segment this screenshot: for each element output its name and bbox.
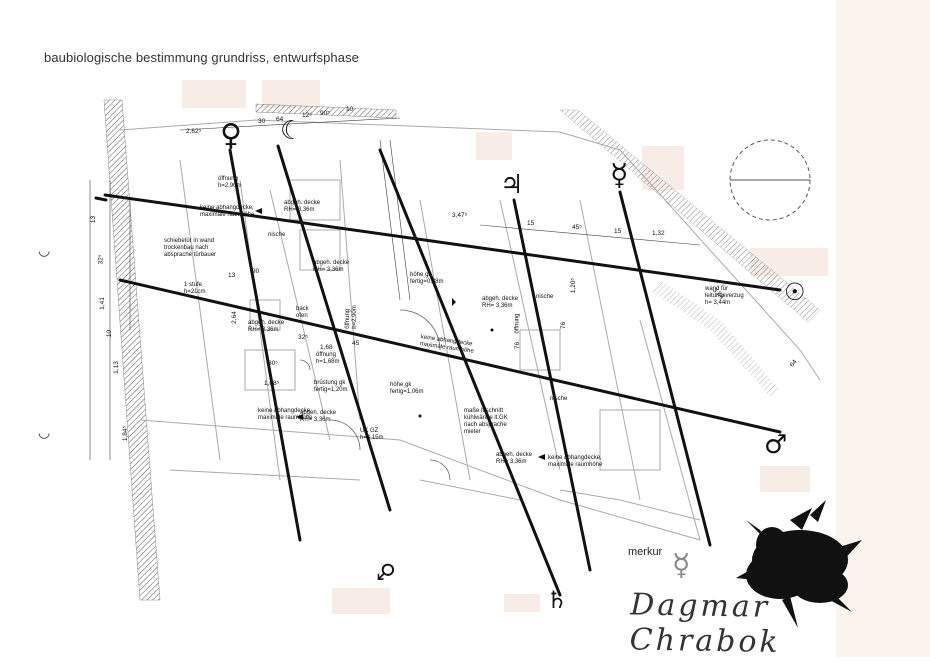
plan-annotation: abgeh. decke RH= 3,36m (313, 260, 350, 273)
plan-annotation: höhe gk fertig=0,88m (410, 272, 444, 285)
page-title: baubiologische bestimmung grundriss, ent… (44, 50, 360, 65)
dimension-label: 32⁵ (298, 334, 308, 341)
saturn-symbol-icon: ♄ (546, 586, 568, 614)
dimension-label: 45⁵ (572, 224, 582, 231)
dimension-label: 15 (527, 220, 535, 227)
plan-annotation: öffnung h=2,90m (218, 176, 242, 189)
dimension-label: 1,41 (98, 297, 106, 310)
plan-annotation: nische (268, 232, 286, 238)
mercury-symbol-icon: ☿ (610, 158, 629, 193)
dimension-label: 1,84⁵ (122, 425, 130, 442)
dimension-label: 13 (90, 215, 98, 224)
artist-signature: Dagmar Chrabok (629, 587, 781, 661)
plan-annotation: nische (536, 294, 554, 300)
plan-annotation: keine abhangdecke, maximale raumhöhe (258, 408, 313, 421)
redaction-patch (760, 466, 810, 492)
dimension-label: 12⁶ (302, 112, 312, 119)
door-swings (299, 309, 451, 481)
redaction-patch (476, 132, 512, 160)
venus-symbol-icon: ♀ (220, 118, 242, 153)
dimension-label: 1,13 (112, 361, 120, 374)
dimension-label: 1,32 (652, 230, 665, 237)
redaction-patch (504, 594, 540, 612)
charcoal-line (618, 190, 712, 547)
redaction-patch (262, 80, 320, 108)
dimension-label: 13 (228, 272, 236, 279)
plan-annotation: höhe gk fertig=1,06m (390, 382, 424, 395)
plan-annotation: abgeh. decke RH= 3,36m (248, 320, 285, 333)
ink-splash (736, 500, 862, 628)
dimension-label: 90⁵ (320, 110, 330, 117)
plan-annotation: maße lt.schnitt kühlwände lt.GK nach abs… (464, 408, 508, 435)
plan-annotation: öffnung (514, 313, 521, 334)
plan-annotation: back ofen (296, 306, 309, 319)
dimension-label: 3,47⁵ (452, 212, 468, 219)
dimension-label: 1,08⁵ (264, 380, 280, 387)
compass-circle (729, 139, 811, 221)
plan-annotation: öffnung h=1,68m (316, 352, 340, 365)
dimension-label: 45 (352, 340, 360, 347)
hatched-wall-corner (650, 280, 780, 396)
plan-annotation: abgeh. decke RH= 3,36m (284, 200, 321, 213)
dimension-label: 15 (614, 228, 622, 235)
plan-annotation: abgeh. decke RH= 3,36m (496, 452, 533, 465)
redaction-patch (332, 588, 390, 614)
mars-symbol-icon: ♂ (764, 430, 788, 460)
plan-annotation: keine abhangdecke, maximale raumhöhe (200, 205, 255, 218)
charcoal-line (378, 148, 562, 597)
margin-mark: ◡ (38, 242, 51, 258)
plan-annotation: wand für leitungsverzug h= 3,44m (705, 286, 744, 306)
charcoal-line (94, 196, 108, 202)
dimension-label: 10 (106, 329, 114, 338)
dimension-label: 90 (252, 268, 260, 275)
dimension-label: 1,68 (320, 344, 333, 351)
charcoal-line (118, 278, 782, 434)
hatched-wall-left (103, 99, 161, 601)
mercury-symbol-icon: ☿ (672, 548, 691, 583)
charcoal-line (103, 193, 782, 292)
moon-symbol-icon: ☾ (280, 116, 304, 146)
charcoal-line (512, 198, 592, 572)
plan-annotation: UK GZ h=3,15m (360, 428, 384, 441)
dimension-label: 1,20⁵ (570, 277, 578, 294)
plan-annotation: schiebetür in wand trockenbau nach abspr… (164, 238, 217, 258)
dimension-label: 2,64 (230, 311, 238, 324)
plan-markers (255, 208, 545, 460)
dimension-label: 80⁵ (268, 360, 278, 367)
plan-annotation: 1 stufe h=21cm (184, 282, 206, 295)
dimension-label: 64 (276, 116, 284, 123)
hatched-wall-diagonal (559, 109, 821, 323)
merkur-label: merkur (628, 546, 663, 558)
jupiter-symbol-icon: ♃ (500, 170, 524, 200)
charcoal-lines (94, 144, 782, 597)
plan-annotation: brüstung gk fertig=1,20m (314, 380, 348, 393)
margin-mark: ◡ (38, 424, 51, 440)
dimension-label: 32⁵ (97, 254, 105, 265)
dimension-label: 30 (258, 118, 266, 125)
dimension-label: 10 (346, 106, 354, 113)
mars-symbol-icon: ♂ (376, 558, 396, 583)
redaction-patch (182, 80, 246, 108)
dimension-label: 76 (560, 321, 568, 330)
dimension-label: 2,62⁵ (186, 128, 202, 135)
plan-annotation: abgeh. decke RH= 3,36m (300, 410, 337, 423)
plan-walls (119, 119, 821, 541)
plan-annotation: öffnung h=2,90m (344, 305, 358, 329)
plan-annotation: nische (550, 396, 568, 402)
plan-annotation: abgeh. decke RH= 3,36m (482, 296, 519, 309)
dimension-lines (89, 117, 701, 460)
dimension-label: 76 (514, 341, 522, 350)
plan-annotation: keine abhangdecke, maximale raumhöhe (548, 455, 603, 468)
sun-symbol-icon: ☉ (784, 278, 806, 306)
